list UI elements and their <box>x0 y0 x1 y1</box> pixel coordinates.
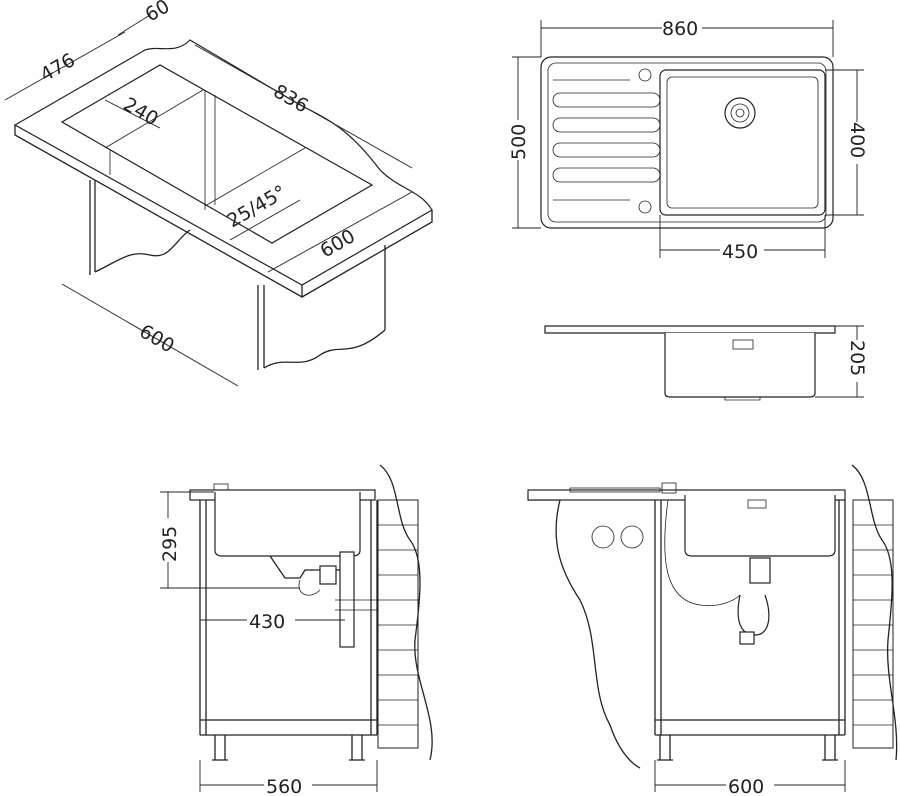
pop-up-button <box>661 482 677 494</box>
siphon-trap <box>664 499 771 645</box>
dim-600-bottom: 600 <box>136 320 178 357</box>
dimension-line-600-bottom <box>61 283 239 387</box>
overflow-slot <box>747 499 767 509</box>
front-view-right: 600 <box>527 464 898 796</box>
cabinet-walls <box>199 500 378 736</box>
tap-hole-icon <box>638 68 652 82</box>
bowl-inner-outline <box>666 76 819 209</box>
dim-560: 560 <box>266 776 302 796</box>
plan-view: 860 500 400 450 <box>508 16 868 263</box>
dimension-line-476 <box>4 31 126 101</box>
dim-600: 600 <box>728 776 764 796</box>
drainboard-edge <box>569 487 661 493</box>
sink-bowl <box>684 495 836 557</box>
sink-recess <box>60 64 374 244</box>
cabinet-leg-front <box>257 285 265 370</box>
dimension-line-radius <box>229 199 301 241</box>
dimension-line-600-right <box>267 191 413 273</box>
cabinet-feet <box>212 735 365 761</box>
siphon-trap <box>269 551 378 648</box>
side-view: 205 <box>544 325 868 401</box>
sink-inner-outline <box>547 62 827 223</box>
tap-hole-icon <box>620 525 644 549</box>
dim-400: 400 <box>846 122 868 158</box>
overflow-icon <box>638 200 652 214</box>
cabinet-leg-left <box>89 180 96 275</box>
dim-60: 60 <box>142 0 174 26</box>
dimension-line-836 <box>194 44 413 169</box>
cabinet-walls <box>654 500 846 736</box>
overflow-slot <box>732 339 754 350</box>
dim-860: 860 <box>662 18 698 40</box>
isometric-view: 476 60 836 240 25/45° 600 600 <box>4 0 433 387</box>
front-view-left: 295 430 560 <box>158 464 433 796</box>
tap-icon <box>213 483 229 491</box>
wall-wavy-edge <box>528 499 641 769</box>
dim-205: 205 <box>846 340 868 376</box>
sink-rim-profile <box>544 325 836 334</box>
tap-hole-icon <box>591 525 615 549</box>
sink-bowl <box>214 492 361 557</box>
bowl-outline <box>659 69 826 216</box>
dim-295: 295 <box>159 526 181 562</box>
drainboard-grooves <box>552 79 661 201</box>
dimension-line-240 <box>104 99 161 129</box>
dim-430: 430 <box>249 611 285 633</box>
brick-wall <box>851 464 898 761</box>
brick-wall <box>377 464 433 761</box>
dim-500: 500 <box>508 124 530 160</box>
bowl-inner <box>109 90 216 210</box>
cabinet-feet <box>657 735 838 761</box>
dim-450: 450 <box>722 241 758 263</box>
cabinet-wavy-edge <box>94 229 386 369</box>
bowl-divider <box>104 89 306 207</box>
dimension-line-60 <box>117 14 151 36</box>
bowl-profile <box>664 333 816 398</box>
drain-icon <box>724 97 756 129</box>
dim-476: 476 <box>37 49 79 86</box>
countertop-edge <box>14 125 433 299</box>
